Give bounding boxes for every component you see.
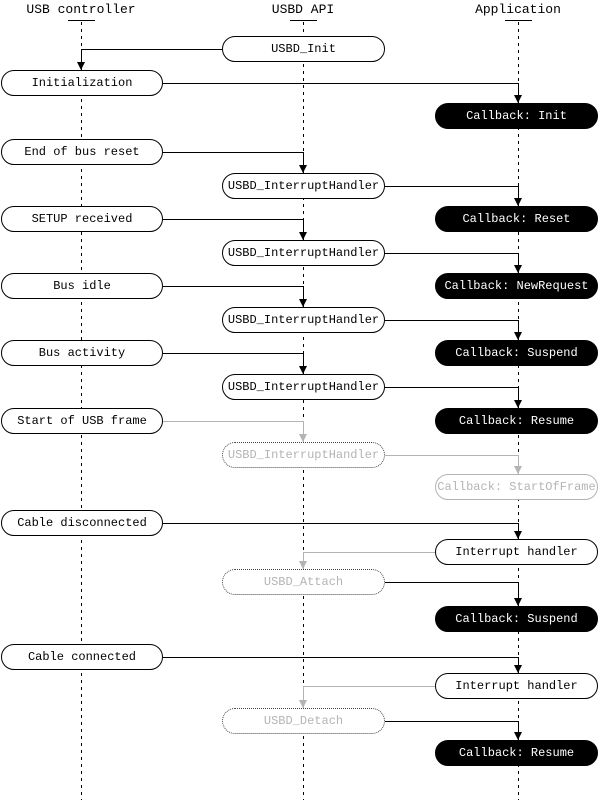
node-callback-newrequest: Callback: NewRequest (435, 273, 598, 299)
arrowhead-down-icon (299, 700, 307, 708)
arrowhead-down-icon (514, 732, 522, 740)
connector-line (385, 387, 518, 388)
node-cable-connected: Cable connected (1, 644, 163, 670)
connector-line (303, 421, 304, 442)
node-end-of-bus-reset: End of bus reset (1, 139, 163, 165)
node-usbd-interrupthandler-2: USBD_InterruptHandler (222, 240, 385, 266)
node-callback-suspend-1: Callback: Suspend (435, 340, 598, 366)
node-setup-received: SETUP received (1, 206, 163, 232)
connector-line (163, 523, 518, 524)
node-usbd-init: USBD_Init (222, 36, 385, 62)
node-callback-resume-2: Callback: Resume (435, 740, 598, 766)
connector-line (81, 49, 82, 70)
arrowhead-down-icon (514, 400, 522, 408)
connector-line (518, 320, 519, 340)
arrowhead-down-icon (299, 232, 307, 240)
connector-line (163, 152, 303, 153)
arrowhead-down-icon (299, 165, 307, 173)
connector-line (385, 186, 518, 187)
node-usbd-interrupthandler-5: USBD_InterruptHandler (222, 442, 385, 468)
connector-line (303, 152, 304, 173)
connector-line (163, 286, 303, 287)
node-callback-resume-1: Callback: Resume (435, 408, 598, 434)
node-bus-idle: Bus idle (1, 273, 163, 299)
arrowhead-down-icon (514, 332, 522, 340)
arrowhead-down-icon (299, 366, 307, 374)
arrowhead-down-icon (514, 466, 522, 474)
arrowhead-down-icon (514, 531, 522, 539)
arrowhead-down-icon (299, 561, 307, 569)
connector-line (163, 657, 518, 658)
connector-line (303, 686, 435, 687)
connector-line (303, 552, 304, 569)
connector-line (163, 83, 518, 84)
connector-line (303, 286, 304, 307)
column-header-usb-controller: USB controller (26, 2, 136, 17)
arrowhead-down-icon (514, 598, 522, 606)
arrowhead-down-icon (299, 434, 307, 442)
connector-line (81, 49, 222, 50)
node-callback-init: Callback: Init (435, 103, 598, 129)
node-initialization: Initialization (1, 70, 163, 96)
header-underline (68, 20, 95, 21)
node-usbd-interrupthandler-1: USBD_InterruptHandler (222, 173, 385, 199)
column-header-application: Application (475, 2, 561, 17)
connector-line (385, 582, 518, 583)
lifeline-usbd-api (303, 22, 304, 800)
connector-line (385, 455, 518, 456)
connector-line (163, 421, 303, 422)
node-callback-startofframe: Callback: StartOfFrame (435, 474, 598, 500)
connector-line (163, 219, 303, 220)
arrowhead-down-icon (514, 198, 522, 206)
arrowhead-down-icon (514, 265, 522, 273)
connector-line (303, 219, 304, 240)
node-interrupt-handler-1: Interrupt handler (435, 539, 598, 565)
connector-line (518, 387, 519, 408)
node-usbd-interrupthandler-4: USBD_InterruptHandler (222, 374, 385, 400)
connector-line (303, 353, 304, 374)
connector-line (518, 582, 519, 606)
node-start-of-usb-frame: Start of USB frame (1, 408, 163, 434)
connector-line (518, 186, 519, 206)
node-interrupt-handler-2: Interrupt handler (435, 673, 598, 699)
column-header-usbd-api: USBD API (271, 2, 335, 17)
header-underline (290, 20, 317, 21)
connector-line (385, 253, 518, 254)
node-usbd-detach: USBD_Detach (222, 708, 385, 734)
connector-line (518, 721, 519, 740)
node-callback-suspend-2: Callback: Suspend (435, 606, 598, 632)
node-callback-reset: Callback: Reset (435, 206, 598, 232)
arrowhead-down-icon (299, 299, 307, 307)
arrowhead-down-icon (514, 665, 522, 673)
connector-line (518, 83, 519, 103)
node-cable-disconnected: Cable disconnected (1, 510, 163, 536)
arrowhead-down-icon (77, 62, 85, 70)
connector-line (518, 455, 519, 474)
connector-line (518, 253, 519, 273)
connector-line (303, 686, 304, 708)
connector-line (163, 353, 303, 354)
arrowhead-down-icon (514, 95, 522, 103)
node-bus-activity: Bus activity (1, 340, 163, 366)
connector-line (303, 552, 435, 553)
connector-line (385, 320, 518, 321)
header-underline (505, 20, 532, 21)
node-usbd-interrupthandler-3: USBD_InterruptHandler (222, 307, 385, 333)
node-usbd-attach: USBD_Attach (222, 569, 385, 595)
connector-line (385, 721, 518, 722)
